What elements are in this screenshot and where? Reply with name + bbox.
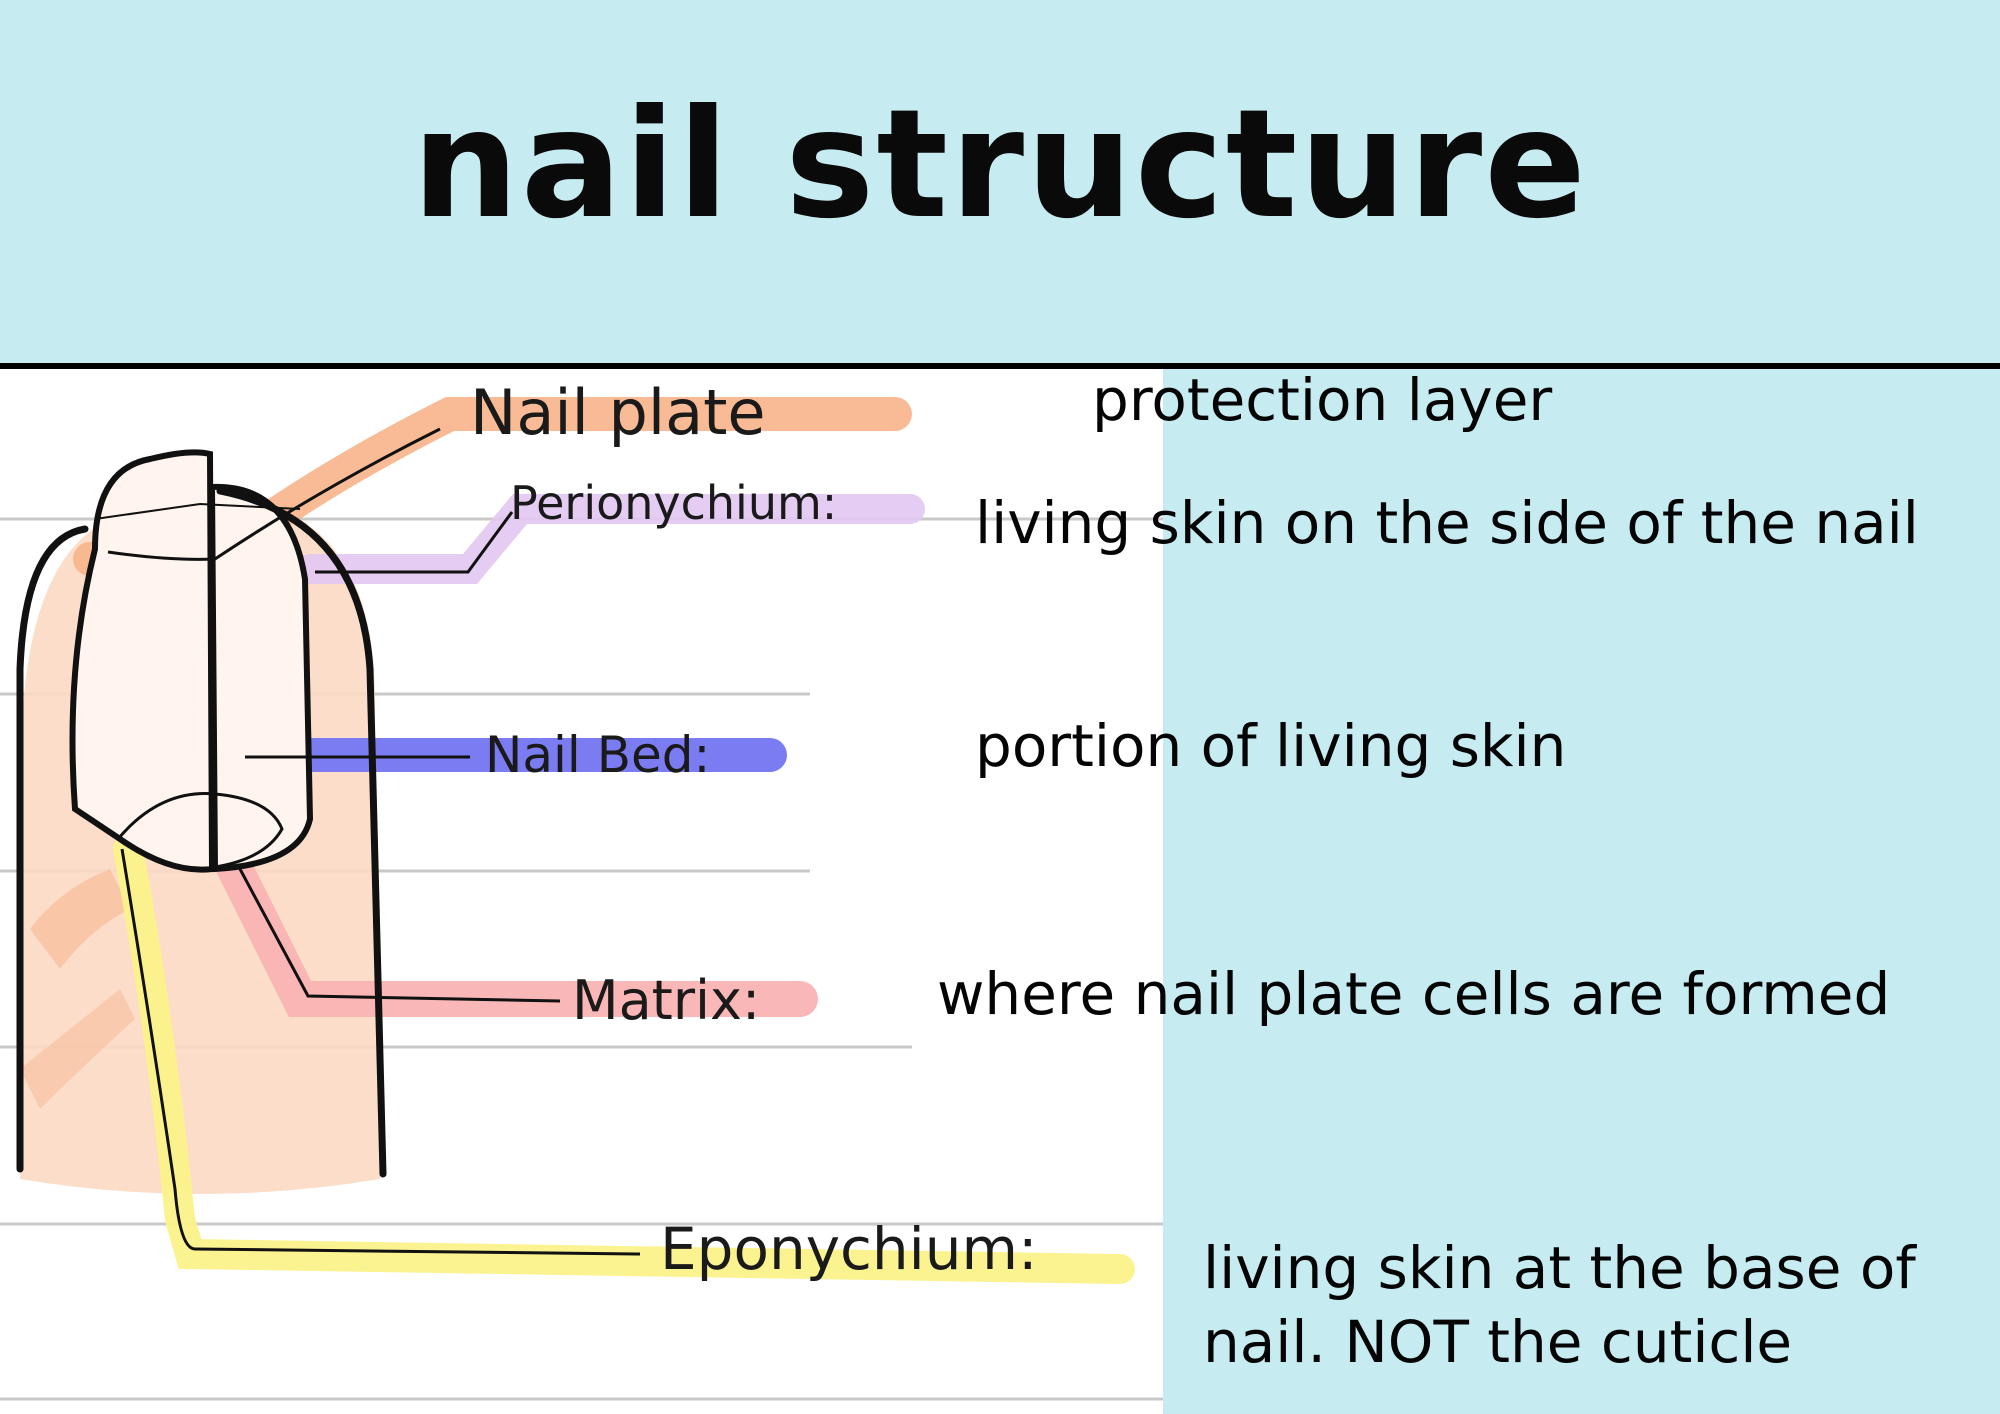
matrix-highlight [212,841,818,1017]
skin-blotch [20,989,135,1109]
desc-eponychium-line2: nail. NOT the cuticle [1203,1308,1793,1376]
label-perionychium: Perionychium: [510,476,837,530]
nail-side [208,483,314,873]
finger-outline [16,525,89,1173]
desc-matrix: where nail plate cells are formed [937,960,1891,1028]
eponychium-leader [120,848,641,1256]
label-matrix: Matrix: [572,969,760,1032]
label-eponychium: Eponychium: [660,1215,1038,1283]
skin-blotch [30,869,130,969]
desc-perionychium: living skin on the side of the nail [975,489,1919,557]
desc-eponychium-line1: living skin at the base of [1203,1234,1916,1302]
desc-nail-plate: protection layer [1092,366,1553,434]
label-nail-plate: Nail plate [470,376,766,449]
nail-top-edge [94,502,301,520]
page-title: nail structure [412,78,1588,252]
eponychium-highlight [113,834,1135,1284]
header-banner: nail structure [0,0,2000,364]
finger-outline [216,487,387,1178]
nail-diagram: Nail plate Perionychium: Nail Bed: Matri… [0,376,1163,1401]
label-nail-bed: Nail Bed: [485,726,710,784]
nail-plate [69,449,216,873]
lunula [116,792,284,869]
matrix-leader [238,868,561,1003]
desc-nail-bed: portion of living skin [975,712,1567,780]
nail-plate-leader [107,427,441,561]
perionychium-leader [315,511,514,574]
header-divider [0,363,2000,369]
perionychium-highlight [295,494,925,584]
